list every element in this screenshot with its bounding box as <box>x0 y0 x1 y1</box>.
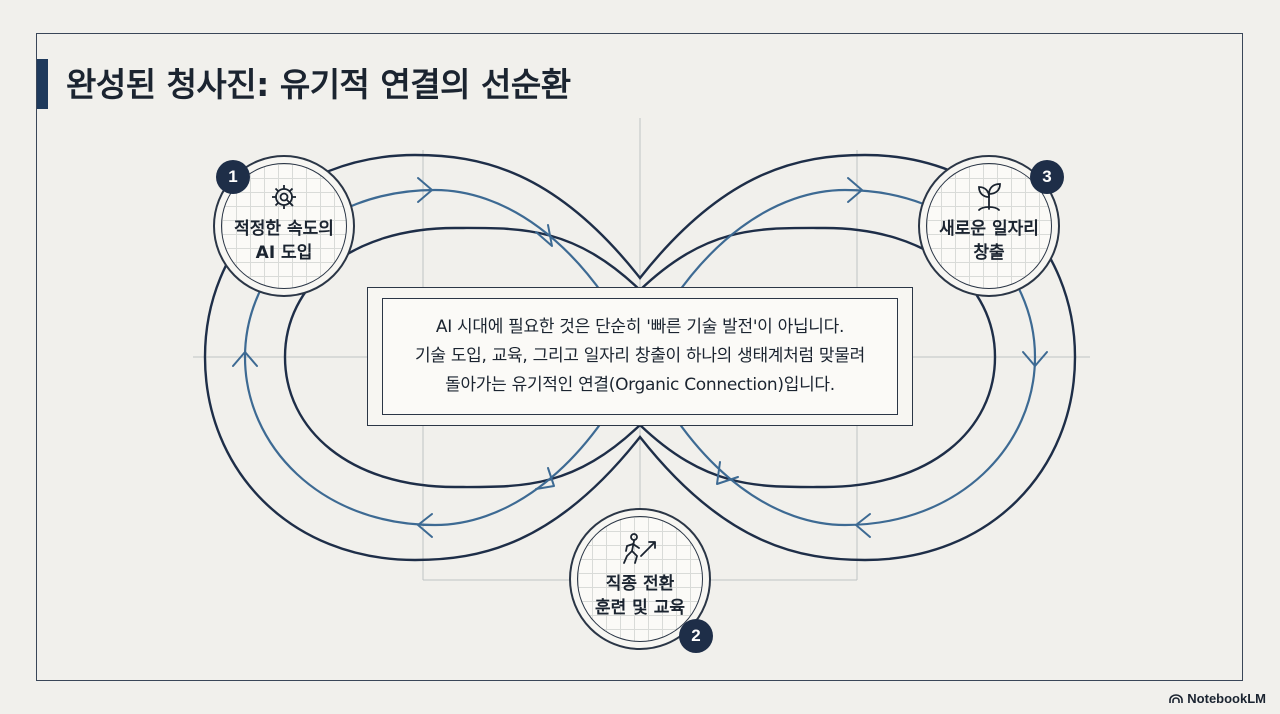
flow-arrows <box>232 177 1048 538</box>
page-title: 완성된 청사진: 유기적 연결의 선순환 <box>66 65 571 104</box>
node-2-label-line-1: 직종 전환 <box>605 574 675 594</box>
node-1-number-badge: 1 <box>216 160 250 194</box>
node-2-label-line-2: 훈련 및 교육 <box>594 598 686 618</box>
gear-icon <box>269 182 299 216</box>
node-1-label-line-2: AI 도입 <box>255 243 313 263</box>
arrow-lower-right-diagonal <box>716 461 739 485</box>
arrow-right-down <box>1022 351 1048 367</box>
center-text-line-1: AI 시대에 필요한 것은 단순히 '빠른 기술 발전'이 아닙니다. <box>435 317 845 337</box>
notebooklm-logo-icon <box>1169 693 1184 703</box>
node-3-label-line-2: 창출 <box>973 243 1005 263</box>
center-statement-inner: AI 시대에 필요한 것은 단순히 '빠른 기술 발전'이 아닙니다. 기술 도… <box>382 298 898 415</box>
node-ring <box>926 163 1052 289</box>
arrow-bottom-right <box>855 513 871 538</box>
climbing-person-icon <box>621 532 659 570</box>
brand-name: NotebookLM <box>1187 691 1266 706</box>
arrow-top-left-diagonal <box>535 224 553 247</box>
arrow-left-up <box>232 351 258 367</box>
node-3-label-line-1: 새로운 일자리 <box>939 219 1039 239</box>
sprout-icon <box>973 179 1005 217</box>
center-text-line-2: 기술 도입, 교육, 그리고 일자리 창출이 하나의 생태계처럼 맞물려 <box>415 346 865 366</box>
brand-watermark: NotebookLM <box>1169 691 1266 706</box>
arrow-bottom-left <box>417 513 433 538</box>
title-accent-bar <box>37 59 48 109</box>
arrow-lower-left-diagonal <box>535 467 555 490</box>
slide-frame <box>36 33 1243 681</box>
arrow-top-right <box>847 177 863 203</box>
node-3-number-badge: 3 <box>1030 160 1064 194</box>
node-1-label-line-1: 적정한 속도의 <box>234 219 334 239</box>
arrow-top-left <box>417 177 433 203</box>
node-2-number-badge: 2 <box>679 619 713 653</box>
center-text-line-3: 돌아가는 유기적인 연결(Organic Connection)입니다. <box>445 375 835 395</box>
node-ring <box>577 516 703 642</box>
center-statement-box: AI 시대에 필요한 것은 단순히 '빠른 기술 발전'이 아닙니다. 기술 도… <box>367 287 913 426</box>
